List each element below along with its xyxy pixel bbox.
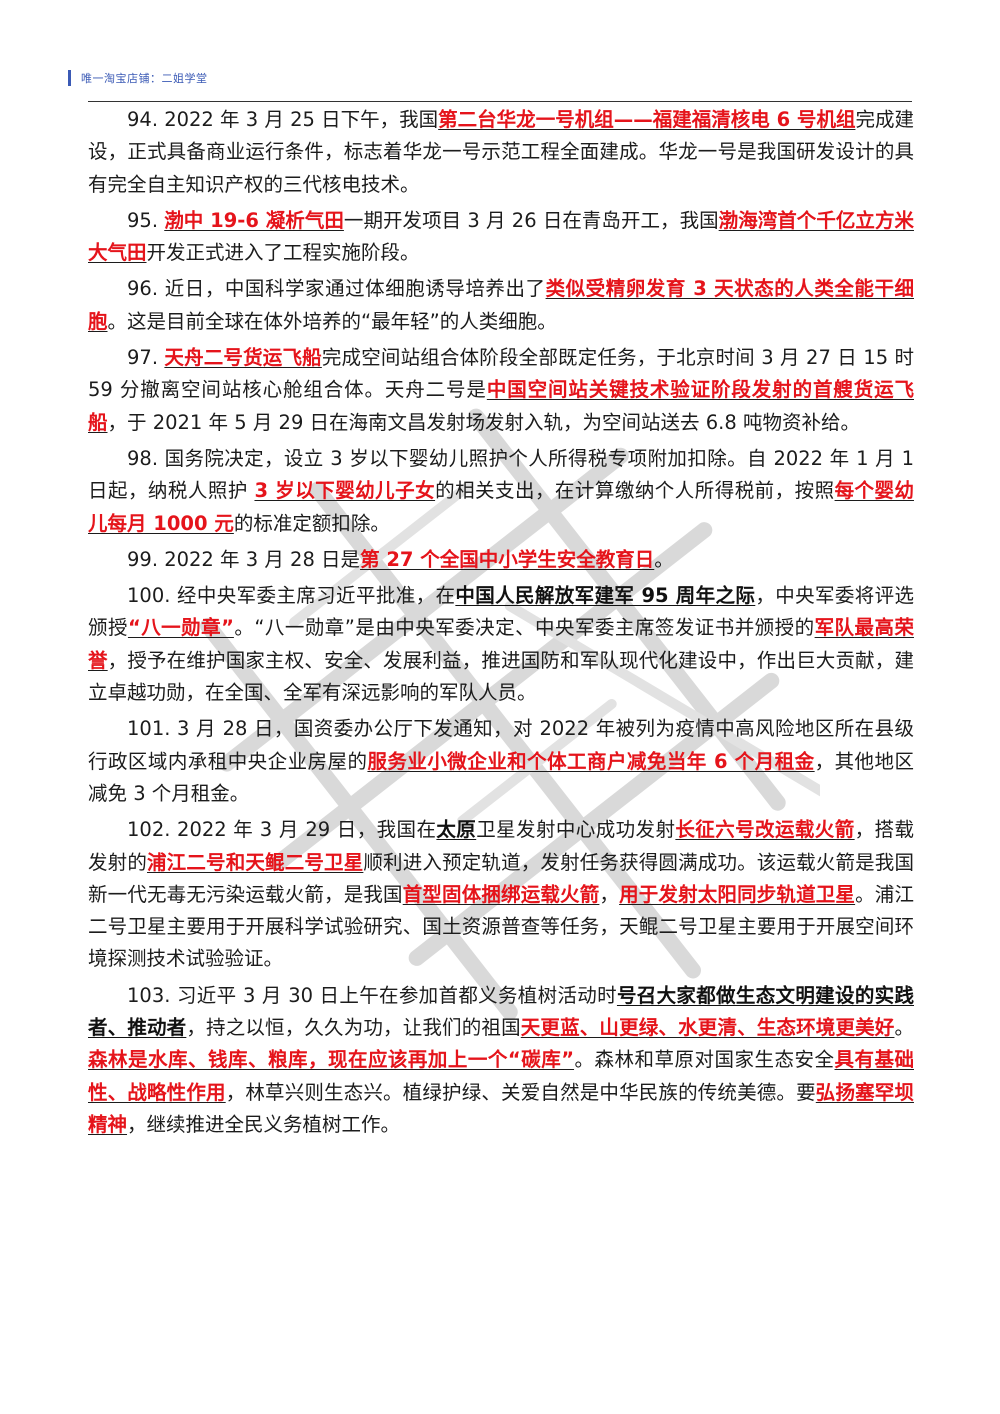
body-text: 。浦江二号卫星主要用于开展科学试验研究、国土资源普查等任务，天鲲二号卫星主要用于… [88, 882, 914, 971]
news-item: 103. 习近平 3 月 30 日上午在参加首都义务植树活动时号召大家都做生态文… [88, 980, 914, 1141]
body-text: 100. 经中央军委主席习近平批准，在 [127, 584, 456, 608]
emphasized-phrase: 号召大家都做生态文明建设的实践者、推动者 [88, 983, 914, 1040]
highlighted-keyphrase: 首型固体捆绑运载火箭 [402, 882, 600, 906]
emphasized-phrase: 太原 [436, 818, 477, 842]
highlighted-keyphrase: 第二台华龙一号机组——福建福清核电 6 号机组 [438, 108, 856, 131]
body-text: 的相关支出，在计算缴纳个人所得税前，按照 [435, 479, 835, 503]
news-item: 95. 渤中 19-6 凝析气田一期开发项目 3 月 26 日在青岛开工，我国渤… [88, 205, 914, 270]
highlighted-keyphrase: 天舟二号货运飞船 [164, 346, 322, 370]
highlighted-keyphrase: 军队最高荣誉 [88, 616, 914, 672]
highlighted-keyphrase: 类似受精卵发育 3 天状态的人类全能干细胞 [88, 277, 914, 333]
news-item: 98. 国务院决定，设立 3 岁以下婴幼儿照护个人所得税专项附加扣除。自 202… [88, 443, 914, 540]
news-item: 102. 2022 年 3 月 29 日，我国在太原卫星发射中心成功发射长征六号… [88, 814, 914, 975]
news-item: 94. 2022 年 3 月 25 日下午，我国第二台华龙一号机组——福建福清核… [88, 104, 914, 201]
body-text: 开发正式进入了工程实施阶段。 [146, 241, 420, 265]
body-text: 完成建设，正式具备商业运行条件，标志着华龙一号示范工程全面建成。华龙一号是我国研… [88, 108, 914, 196]
body-text: 一期开发项目 3 月 26 日在青岛开工，我国 [343, 208, 719, 232]
highlighted-keyphrase: 浦江二号和天鲲二号卫星 [147, 850, 364, 874]
highlighted-keyphrase: 3 岁以下婴幼儿子女 [254, 479, 436, 503]
highlighted-keyphrase: 天更蓝、山更绿、水更清、生态环境更美好 [520, 1016, 895, 1040]
news-item: 100. 经中央军委主席习近平批准，在中国人民解放军建军 95 周年之际，中央军… [88, 580, 914, 709]
body-text: 顺利进入预定轨道，发射任务获得圆满成功。该运载火箭是我国新一代无毒无污染运载火箭… [88, 850, 914, 906]
body-text: ，林草兴则生态兴。植绿护绿、关爱自然是中华民族的传统美德。要 [225, 1080, 816, 1104]
body-text: 。 [894, 1016, 914, 1040]
body-text: ，搭载发射的 [88, 818, 914, 874]
body-text: 。 [654, 547, 674, 571]
body-text: 完成空间站组合体阶段全部既定任务，于北京时间 3 月 27 日 15 时 59 … [88, 346, 914, 402]
body-text: 的标准定额扣除。 [233, 511, 390, 535]
document-body: 94. 2022 年 3 月 25 日下午，我国第二台华龙一号机组——福建福清核… [88, 104, 914, 1145]
body-text: 。这是目前全球在体外培养的“最年轻”的人类细胞。 [107, 309, 557, 333]
news-item: 96. 近日，中国科学家通过体细胞诱导培养出了类似受精卵发育 3 天状态的人类全… [88, 273, 914, 338]
highlighted-keyphrase: 森林是水库、钱库、粮库，现在应该再加上一个“碳库” [88, 1048, 575, 1072]
body-text: 99. 2022 年 3 月 28 日是 [127, 547, 361, 571]
body-text: ，其他地区减免 3 个月租金。 [88, 749, 914, 805]
body-text: 103. 习近平 3 月 30 日上午在参加首都义务植树活动时 [127, 983, 617, 1007]
highlighted-keyphrase: 弘扬塞罕坝精神 [88, 1080, 914, 1136]
page-header: 唯一淘宝店铺：二姐学堂 [68, 70, 208, 86]
body-text: ，持之以恒，久久为功，让我们的祖国 [186, 1016, 521, 1040]
highlighted-keyphrase: 渤海湾首个千亿立方米大气田 [88, 208, 914, 265]
body-text: 。“八一勋章”是由中央军委决定、中央军委主席签发证书并颁授的 [233, 616, 815, 640]
body-text: 95. [127, 208, 165, 232]
news-item: 99. 2022 年 3 月 28 日是第 27 个全国中小学生安全教育日。 [88, 544, 914, 576]
news-item: 101. 3 月 28 日，国资委办公厅下发通知，对 2022 年被列为疫情中高… [88, 713, 914, 810]
body-text: 101. 3 月 28 日，国资委办公厅下发通知，对 2022 年被列为疫情中高… [88, 717, 914, 773]
body-text: ，于 2021 年 5 月 29 日在海南文昌发射场发射入轨，为空间站送去 6.… [107, 410, 860, 434]
highlighted-keyphrase: 中国空间站关键技术验证阶段发射的首艘货运飞船 [88, 378, 914, 434]
emphasized-phrase: 中国人民解放军建军 95 周年之际 [455, 584, 756, 608]
body-text: ， [599, 882, 620, 906]
body-text: 。森林和草原对国家生态安全 [574, 1048, 835, 1072]
news-item: 97. 天舟二号货运飞船完成空间站组合体阶段全部既定任务，于北京时间 3 月 2… [88, 342, 914, 439]
body-text: 94. 2022 年 3 月 25 日下午，我国 [127, 108, 439, 131]
body-text: 卫星发射中心成功发射 [476, 818, 676, 842]
highlighted-keyphrase: 服务业小微企业和个体工商户减免当年 6 个月租金 [367, 749, 815, 773]
highlighted-keyphrase: 长征六号改运载火箭 [675, 818, 855, 842]
body-text: 96. 近日，中国科学家通过体细胞诱导培养出了 [127, 277, 546, 301]
highlighted-keyphrase: 渤中 19-6 凝析气田 [164, 208, 344, 232]
body-text: 98. 国务院决定，设立 3 岁以下婴幼儿照护个人所得税专项附加扣除。自 202… [88, 446, 914, 503]
body-text: 102. 2022 年 3 月 29 日，我国在 [127, 818, 437, 842]
body-text: ，中央军委将评选颁授 [88, 584, 914, 640]
highlighted-keyphrase: 第 27 个全国中小学生安全教育日 [360, 547, 655, 571]
highlighted-keyphrase: 具有基础性、战略性作用 [88, 1048, 914, 1104]
highlighted-keyphrase: 每个婴幼儿每月 1000 元 [88, 479, 914, 535]
highlighted-keyphrase: 用于发射太阳同步轨道卫星 [619, 882, 856, 906]
header-shop-label: 唯一淘宝店铺：二姐学堂 [81, 72, 208, 85]
highlighted-keyphrase: “八一勋章” [127, 616, 234, 640]
body-text: 97. [127, 346, 165, 370]
body-text: ，授予在维护国家主权、安全、发展利益，推进国防和军队现代化建设中，作出巨大贡献，… [88, 648, 914, 705]
header-accent-bar [68, 70, 71, 86]
header-divider [88, 101, 912, 102]
body-text: ，继续推进全民义务植树工作。 [127, 1112, 401, 1136]
